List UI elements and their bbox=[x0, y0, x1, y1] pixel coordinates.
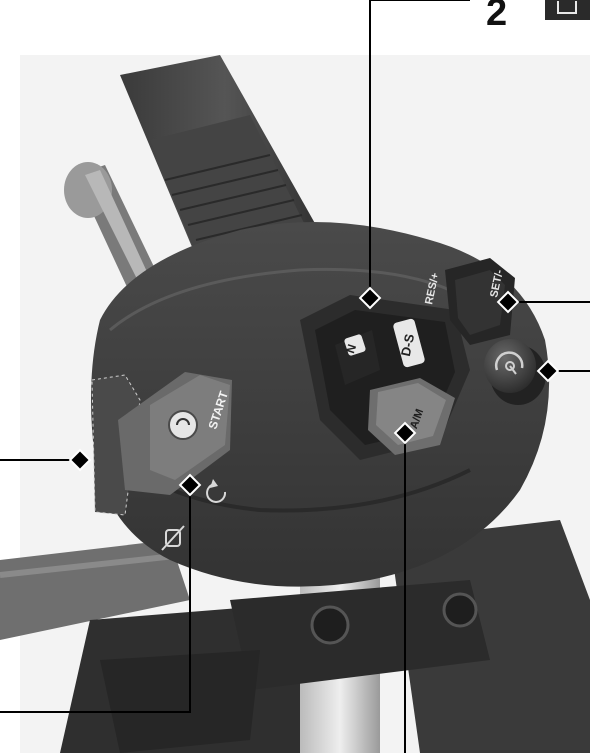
engine-stop-icon bbox=[161, 525, 185, 551]
chapter-tab bbox=[545, 0, 590, 20]
d-s-label: D-S bbox=[398, 332, 417, 357]
cruise-control-knob[interactable] bbox=[484, 339, 546, 405]
res-set-toggle[interactable] bbox=[445, 258, 515, 345]
d-s-switch[interactable]: D-S bbox=[392, 318, 425, 368]
callout-markers bbox=[68, 286, 560, 497]
n-label: N bbox=[343, 342, 359, 355]
set-label: SET/- bbox=[488, 268, 506, 298]
start-switch[interactable]: START bbox=[118, 372, 232, 495]
n-switch[interactable]: N bbox=[335, 330, 380, 385]
page-number: 2 bbox=[486, 0, 508, 34]
start-icon bbox=[168, 410, 198, 440]
cruise-control-icon bbox=[495, 351, 524, 375]
a-m-button[interactable]: A/M bbox=[368, 378, 455, 455]
restart-arrow-icon bbox=[206, 483, 227, 503]
